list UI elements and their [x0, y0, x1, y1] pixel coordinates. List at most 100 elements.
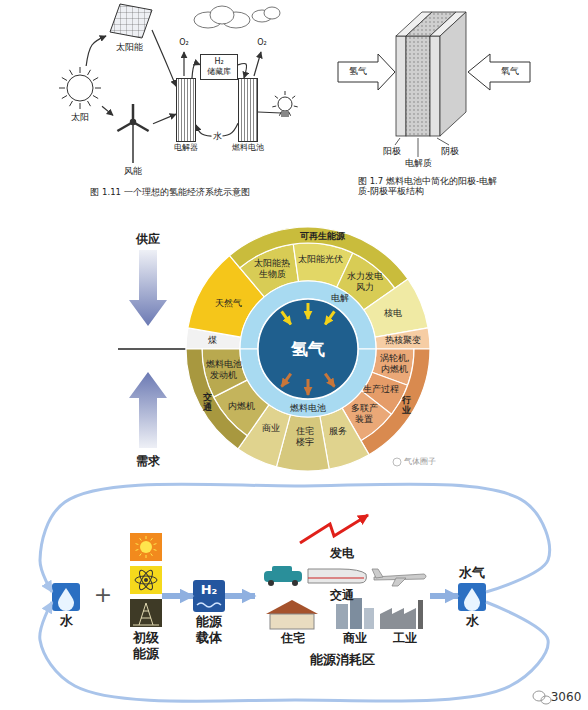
wheel-sector: 煤: [208, 335, 217, 346]
wheel-sector: 生产过程: [363, 384, 399, 395]
sun-icon: [154, 549, 157, 551]
lightning: [300, 515, 368, 543]
node-text: 交通: [203, 393, 212, 413]
layer-name: 阳极: [383, 146, 401, 157]
wheel-sector: 商业: [262, 423, 280, 434]
layer-name: 电解质: [405, 158, 432, 169]
light-bulb: [279, 112, 281, 116]
edge-label: 水: [212, 131, 223, 142]
wheel-sector: 太阳能热生物质: [254, 258, 290, 280]
office-tower: [364, 608, 374, 629]
oil-rig-icon: [133, 603, 159, 625]
sun-drawing: [59, 88, 65, 89]
connector-arrow: [430, 593, 458, 599]
watermark-icon: [541, 696, 551, 704]
atom-icon: [130, 566, 162, 594]
atom-icon: [144, 578, 148, 582]
connector-arrow: [225, 593, 255, 599]
sun-icon: [136, 549, 139, 551]
gas-arrow: [338, 54, 395, 90]
node-text: 热核聚变: [385, 335, 421, 346]
factory: [418, 600, 423, 629]
node-text: 住宅 楼宇: [296, 426, 314, 448]
node-text: 储藏库: [207, 67, 231, 77]
water-node: 水气水: [458, 583, 486, 611]
wheel-sector: [307, 379, 310, 395]
axis-label: 供应: [136, 232, 160, 246]
sun-icon: [140, 541, 152, 553]
solar-panel: [110, 4, 152, 38]
sun-drawing: [93, 96, 98, 99]
cloud: [264, 7, 280, 19]
plane: [372, 569, 426, 586]
light-bulb: [285, 91, 286, 95]
light-bulb: [272, 91, 297, 116]
train: [308, 578, 364, 579]
sun-node: 太阳: [58, 66, 102, 110]
watermark: 气体圈子: [404, 457, 436, 467]
sun-drawing: [59, 67, 101, 109]
water-node: 水: [52, 583, 80, 611]
use-label: 交通: [330, 588, 354, 602]
wheel-sector: 燃料电池 发动机: [206, 359, 242, 381]
wheel-sector: [325, 374, 334, 387]
leader-line: [395, 138, 449, 157]
atom-icon: [130, 566, 162, 594]
factory: [380, 608, 416, 629]
wheel-band: 行业: [402, 396, 411, 416]
node-text: 生物质: [259, 269, 286, 280]
leader-line: [437, 138, 449, 145]
supply-arrow: [129, 250, 167, 326]
wheel-sector: 天然气: [215, 298, 242, 309]
node-text: H₂: [214, 57, 223, 67]
fuel-cell-plate: [396, 12, 466, 136]
sun-drawing: [59, 67, 101, 109]
sun-drawing: [70, 101, 73, 106]
wheel-band: 交通: [203, 393, 212, 413]
plane: [372, 569, 383, 578]
node-text: 水: [60, 613, 73, 629]
connector-arrow: [153, 114, 176, 124]
car: [292, 580, 298, 586]
light-bulb: [275, 96, 278, 98]
factory: [380, 600, 423, 629]
house: [270, 614, 314, 629]
house: [266, 600, 318, 614]
solar-panel: [110, 4, 152, 38]
cloud: [210, 6, 234, 24]
oxygen-arrow: [183, 52, 184, 76]
wind-node: 风能: [113, 100, 153, 164]
node-text: 水: [466, 613, 479, 629]
wheel-sector: [282, 311, 291, 324]
node-text: 氢气: [291, 339, 325, 359]
supply-arrow: [129, 250, 167, 326]
watermark-icon: [533, 691, 551, 704]
node-text: 风能: [124, 166, 142, 177]
gas-arrow: [338, 54, 530, 90]
node-text: 水气: [459, 565, 485, 581]
connector-arrow: [86, 36, 106, 66]
light-bulb: [281, 111, 289, 117]
wheel-sector: [307, 303, 310, 319]
water-icon: [458, 583, 486, 611]
node-text: 多联产 装置: [351, 403, 378, 425]
use-label: 工业: [393, 631, 417, 645]
node-text: 核电: [384, 308, 402, 319]
node-text: 生产过程: [363, 384, 399, 395]
node-text: 初级 能源: [133, 630, 159, 661]
node-text: 燃料电池: [232, 143, 264, 153]
light-bulb: [272, 106, 276, 108]
wheel-sector: [325, 311, 334, 324]
connector-arrow: [162, 593, 193, 599]
atom-icon: [137, 568, 155, 591]
divider-line: [118, 348, 186, 350]
use-label: 住宅: [281, 631, 305, 645]
node-text: 煤: [208, 335, 217, 346]
leader-line: [395, 138, 400, 145]
node-text: 能源 载体: [196, 614, 222, 645]
node-text: H₂: [201, 582, 218, 598]
sun-icon: [146, 555, 147, 558]
solar-node: 太阳能: [106, 2, 152, 40]
plus-sign: +: [94, 582, 112, 608]
